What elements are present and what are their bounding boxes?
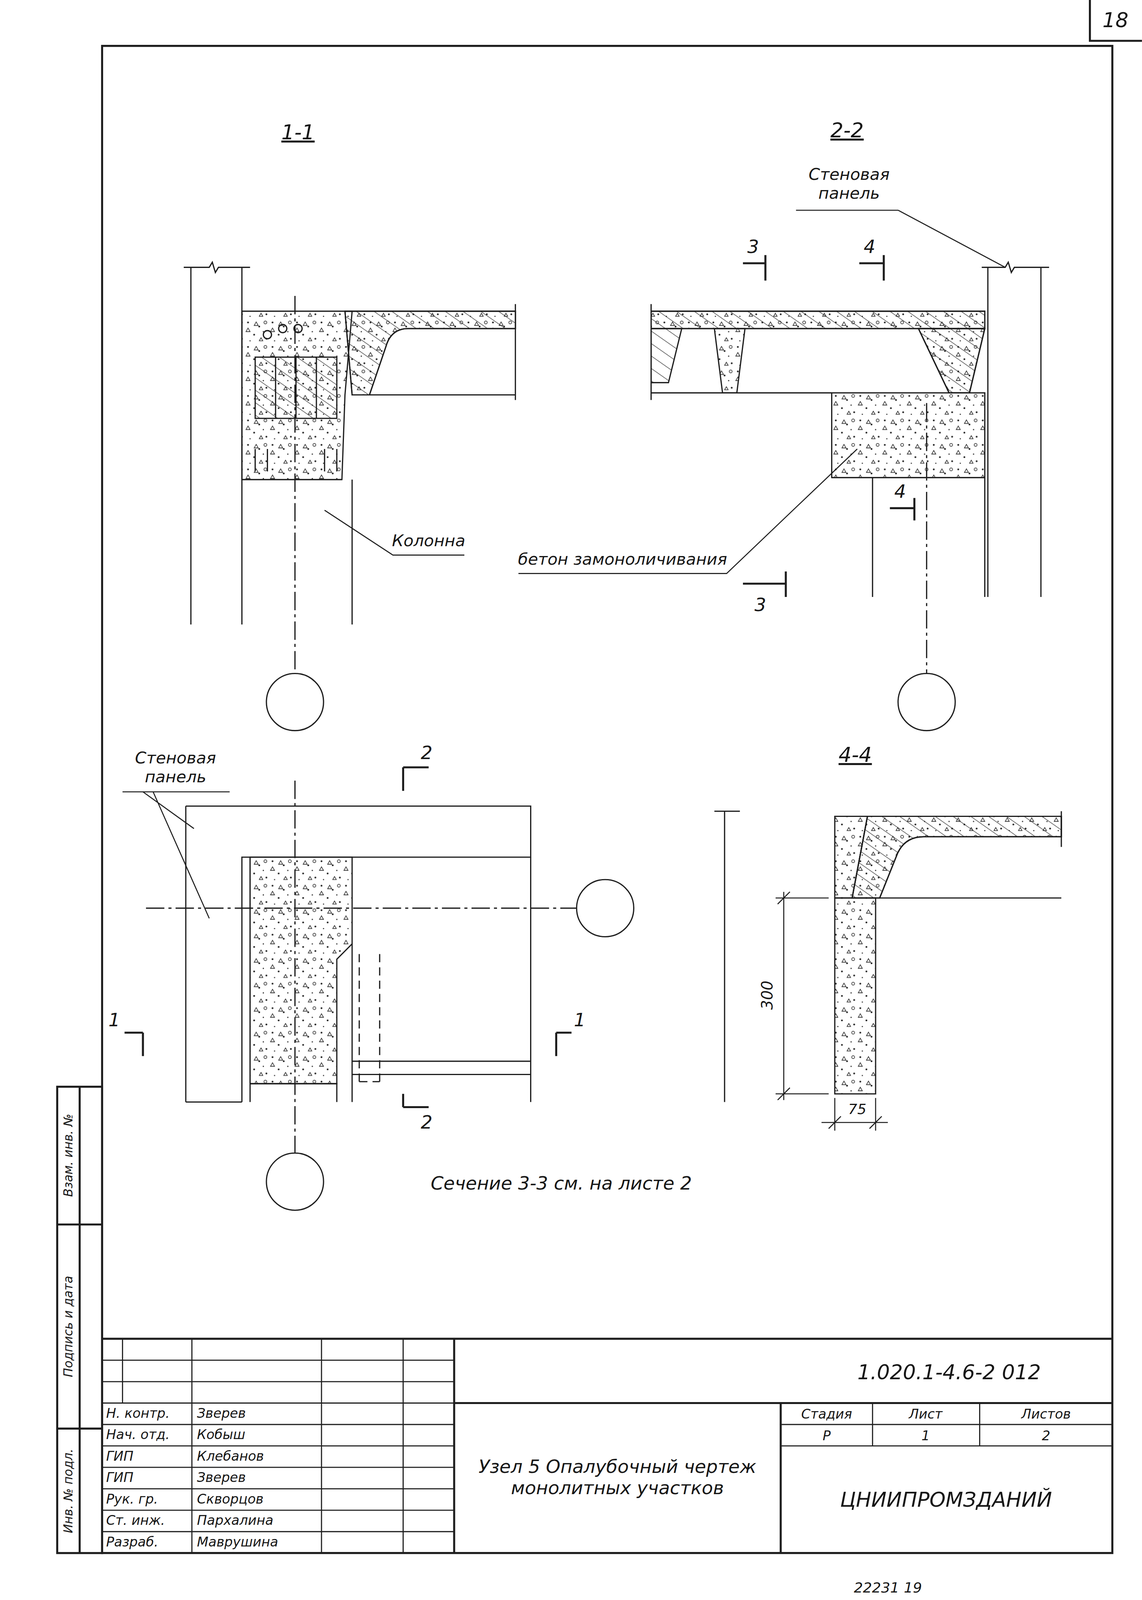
section-mark: 3 <box>747 236 760 258</box>
name-cell: Зверев <box>197 1405 246 1422</box>
note: Сечение 3-3 см. на листе 2 <box>430 1173 692 1195</box>
section-title: 2-2 <box>830 118 864 143</box>
stamp-cell: Взам. инв. № <box>61 1113 76 1197</box>
name-cell: Кобыш <box>197 1427 246 1443</box>
sheet-number: 18 <box>1102 8 1129 33</box>
section-mark: 2 <box>420 1112 433 1134</box>
name-cell: Скворцов <box>197 1491 264 1507</box>
section-mark: 1 <box>108 1010 121 1032</box>
table-cell: Стадия <box>801 1406 852 1423</box>
section-mark: 3 <box>754 594 767 616</box>
organisation-name: ЦНИИПРОМЗДАНИЙ <box>840 1488 1053 1512</box>
plan-view <box>122 767 634 1211</box>
sheet-frame <box>57 0 1142 1554</box>
archive-number: 22231 19 <box>853 1579 923 1597</box>
section-mark: 4 <box>863 236 876 258</box>
document-code: 1.020.1-4.6-2 012 <box>857 1360 1041 1385</box>
part-label: Колонна <box>391 531 466 551</box>
role-cell: ГИП <box>106 1470 134 1486</box>
table-cell: 2 <box>1041 1428 1050 1444</box>
name-cell: Маврушина <box>197 1534 279 1550</box>
table-cell: Лист <box>908 1406 943 1423</box>
section-4-4 <box>714 811 1062 1131</box>
section-2-2 <box>518 210 1049 731</box>
section-title: 4-4 <box>838 743 873 767</box>
section-mark: 1 <box>573 1010 586 1032</box>
table-cell: Р <box>822 1428 831 1444</box>
stamp-cell: Инв. № подл. <box>61 1448 76 1534</box>
role-cell: Разраб. <box>106 1534 159 1550</box>
table-cell: Листов <box>1021 1406 1071 1423</box>
name-cell: Зверев <box>197 1470 246 1486</box>
role-cell: Ст. инж. <box>106 1513 166 1529</box>
dimension: 300 <box>758 980 777 1010</box>
role-cell: Рук. гр. <box>106 1491 159 1507</box>
drawing-title: Узел 5 Опалубочный чертеж монолитных уча… <box>464 1456 771 1499</box>
section-mark: 2 <box>420 742 433 764</box>
part-label: Стеновая панель <box>798 164 900 203</box>
section-1-1 <box>183 262 516 731</box>
role-cell: ГИП <box>106 1448 134 1464</box>
section-title: 1-1 <box>281 120 315 145</box>
table-cell: 1 <box>921 1428 930 1444</box>
part-label: бетон замоноличивания <box>517 549 727 569</box>
section-mark: 4 <box>894 481 907 503</box>
role-cell: Нач. отд. <box>106 1427 171 1443</box>
part-label: Стеновая панель <box>124 748 227 787</box>
title-block-grid <box>101 1338 1113 1554</box>
role-cell: Н. контр. <box>106 1405 171 1422</box>
stamp-cell: Подпись и дата <box>61 1276 76 1378</box>
dimension: 75 <box>848 1101 867 1118</box>
name-cell: Клебанов <box>197 1448 265 1464</box>
name-cell: Пархалина <box>197 1513 274 1529</box>
